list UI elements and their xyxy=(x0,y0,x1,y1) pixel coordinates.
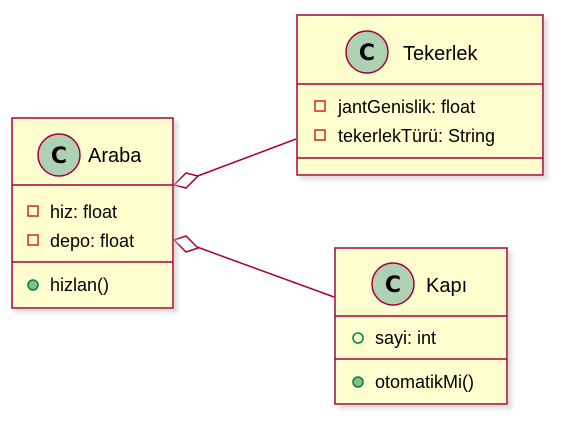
class-tekerlek-content: C Tekerlek jantGenislik: float tekerlekT… xyxy=(314,30,495,146)
attribute: depo: float xyxy=(50,231,134,251)
method: otomatikMi() xyxy=(375,372,474,392)
attribute: tekerlekTürü: String xyxy=(338,126,495,146)
public-method-icon xyxy=(352,376,364,388)
private-visibility-icon xyxy=(27,205,39,217)
relation-line xyxy=(196,246,335,298)
class-name: Tekerlek xyxy=(403,43,478,65)
class-stereotype-icon xyxy=(371,262,415,306)
class-box xyxy=(296,14,544,176)
public-method-icon xyxy=(27,279,39,291)
attribute: jantGenislik: float xyxy=(337,97,475,117)
method: hizlan() xyxy=(50,275,109,295)
relation-araba-tekerlek xyxy=(172,138,297,189)
aggregation-diamond-icon xyxy=(172,235,200,253)
relation-line xyxy=(194,138,297,178)
class-tekerlek[interactable] xyxy=(296,14,544,176)
class-stereotype-icon xyxy=(345,30,389,74)
private-visibility-icon xyxy=(314,100,326,112)
attribute: hiz: float xyxy=(50,202,117,222)
public-attribute-icon xyxy=(352,332,364,344)
class-kapi-content: C Kapı sayi: int otomatikMi() xyxy=(352,262,474,392)
class-name: Kapı xyxy=(426,275,467,297)
class-stereotype-icon xyxy=(37,133,81,177)
private-visibility-icon xyxy=(27,234,39,246)
private-visibility-icon xyxy=(314,129,326,141)
attribute: sayi: int xyxy=(375,328,436,348)
class-stereotype-letter: C xyxy=(51,144,67,169)
class-kapi[interactable] xyxy=(334,247,508,405)
aggregation-diamond-icon xyxy=(172,172,200,189)
class-box xyxy=(334,247,508,405)
relation-araba-kapi xyxy=(172,235,335,298)
class-stereotype-letter: C xyxy=(385,273,401,298)
class-araba-content: C Araba hiz: float depo: float hizlan() xyxy=(27,133,142,295)
class-stereotype-letter: C xyxy=(359,41,375,66)
class-name: Araba xyxy=(88,145,142,167)
